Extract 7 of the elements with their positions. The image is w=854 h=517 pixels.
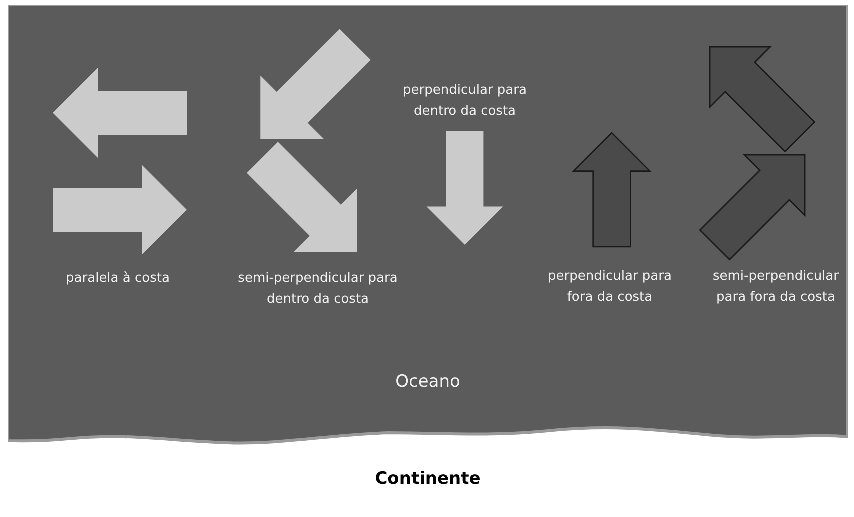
region-label: Continente [374,468,482,491]
region-label: Oceano [394,371,462,394]
arrow-caption: semi-perpendicular para fora da costa [712,268,840,307]
arrow-caption: perpendicular para fora da costa [547,268,673,307]
arrow-caption: paralela à costa [65,270,171,288]
arrow-caption: semi-perpendicular para dentro da costa [237,270,399,309]
arrow-caption: perpendicular para dentro da costa [402,82,528,121]
